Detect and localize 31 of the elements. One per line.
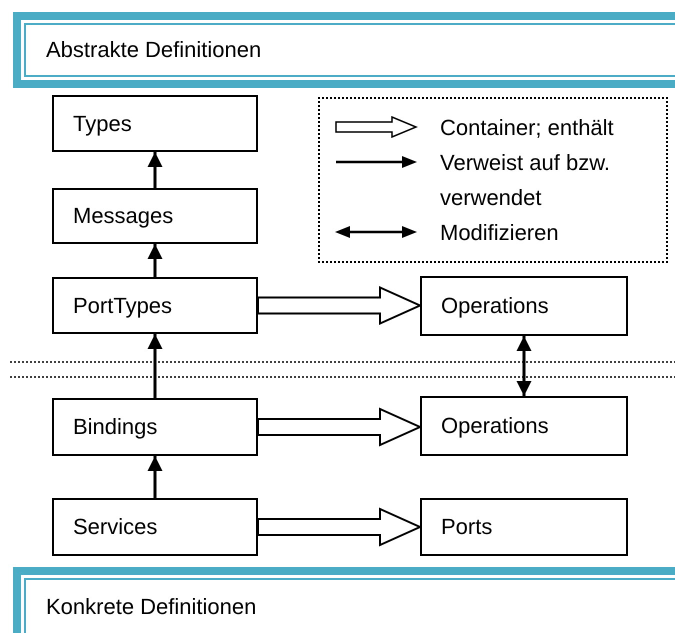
box-label: Messages: [73, 205, 174, 227]
box-label: Types: [73, 112, 132, 134]
arrow: [148, 334, 162, 398]
process-box: [52, 188, 258, 244]
legend-label: Modifizieren: [440, 219, 560, 247]
arrow: [148, 152, 162, 188]
container-arrow: [257, 507, 422, 547]
process-box: [52, 498, 258, 556]
process-box: [52, 95, 258, 152]
box-label: Operations: [441, 415, 549, 437]
legend-label: Container; enthält: [440, 114, 615, 142]
box-label: PortTypes: [73, 294, 172, 316]
process-box: [52, 398, 258, 456]
section-title: Abstrakte Definitionen: [46, 39, 262, 61]
legend-label: Verweist auf bzw. verwendet: [440, 149, 611, 212]
process-box: [52, 277, 258, 334]
arrow: [148, 456, 162, 498]
process-box: [420, 276, 628, 336]
container-arrow: [257, 286, 422, 326]
process-box: [420, 396, 628, 456]
section-band: [13, 567, 675, 633]
box-label: Services: [73, 516, 158, 538]
section-title: Konkrete Definitionen: [46, 596, 256, 618]
container-arrow: [257, 407, 422, 447]
section-band: [13, 12, 675, 88]
arrow: [516, 336, 532, 396]
arrow: [148, 244, 162, 277]
box-label: Ports: [441, 516, 492, 538]
box-label: Bindings: [73, 416, 158, 438]
box-label: Operations: [441, 295, 549, 317]
process-box: [420, 498, 628, 556]
